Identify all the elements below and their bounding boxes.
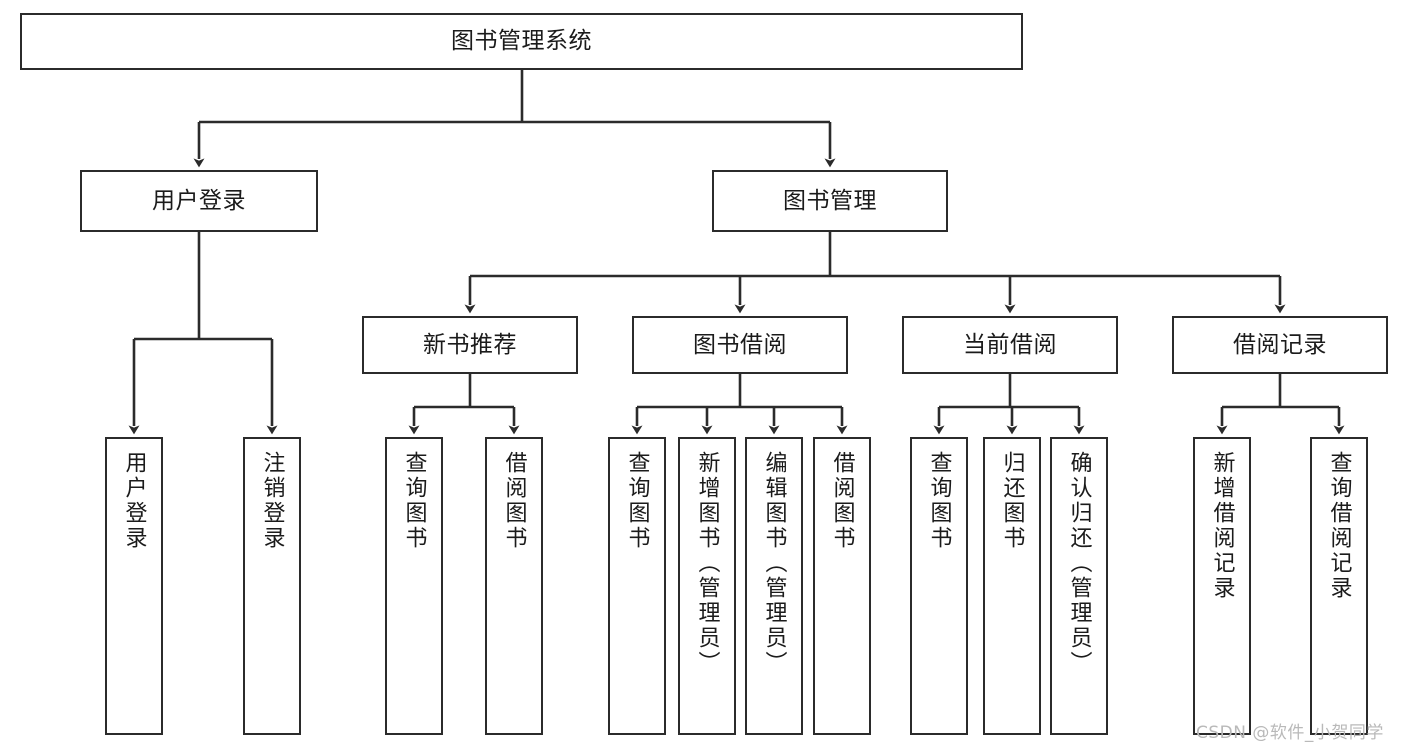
node-new-book-rec[interactable]: 新书推荐 xyxy=(362,316,578,374)
node-leaf-query-book-3[interactable]: 查询图书 xyxy=(910,437,968,735)
node-label-leaf-user-login: 用户登录 xyxy=(121,451,147,551)
node-label-user-login: 用户登录 xyxy=(152,187,246,214)
node-label-leaf-borrow-book-1: 借阅图书 xyxy=(501,451,527,551)
node-current-borrow[interactable]: 当前借阅 xyxy=(902,316,1118,374)
node-leaf-user-login[interactable]: 用户登录 xyxy=(105,437,163,735)
node-leaf-edit-book[interactable]: 编辑图书（管理员） xyxy=(745,437,803,735)
node-label-leaf-user-logout: 注销登录 xyxy=(259,451,285,551)
node-label-leaf-query-record: 查询借阅记录 xyxy=(1326,451,1352,601)
node-leaf-query-book-1[interactable]: 查询图书 xyxy=(385,437,443,735)
node-label-leaf-add-record: 新增借阅记录 xyxy=(1209,451,1235,601)
node-leaf-add-book[interactable]: 新增图书（管理员） xyxy=(678,437,736,735)
csdn-watermark: CSDN @软件_小贺同学 xyxy=(1196,723,1384,743)
node-leaf-user-logout[interactable]: 注销登录 xyxy=(243,437,301,735)
node-label-new-book-rec: 新书推荐 xyxy=(423,331,517,358)
node-label-borrow-record: 借阅记录 xyxy=(1233,331,1327,358)
node-borrow-record[interactable]: 借阅记录 xyxy=(1172,316,1388,374)
node-label-leaf-borrow-book-2: 借阅图书 xyxy=(829,451,855,551)
node-leaf-query-book-2[interactable]: 查询图书 xyxy=(608,437,666,735)
node-leaf-return-book[interactable]: 归还图书 xyxy=(983,437,1041,735)
node-label-book-manage: 图书管理 xyxy=(783,187,877,214)
node-leaf-add-record[interactable]: 新增借阅记录 xyxy=(1193,437,1251,735)
node-label-leaf-edit-book: 编辑图书（管理员） xyxy=(761,451,787,676)
node-book-manage[interactable]: 图书管理 xyxy=(712,170,948,232)
node-leaf-borrow-book-1[interactable]: 借阅图书 xyxy=(485,437,543,735)
node-label-leaf-query-book-3: 查询图书 xyxy=(926,451,952,551)
node-label-leaf-add-book: 新增图书（管理员） xyxy=(694,451,720,676)
node-book-borrow[interactable]: 图书借阅 xyxy=(632,316,848,374)
node-leaf-borrow-book-2[interactable]: 借阅图书 xyxy=(813,437,871,735)
node-label-leaf-query-book-2: 查询图书 xyxy=(624,451,650,551)
node-label-current-borrow: 当前借阅 xyxy=(963,331,1057,358)
node-label-leaf-query-book-1: 查询图书 xyxy=(401,451,427,551)
node-label-root: 图书管理系统 xyxy=(451,28,592,55)
node-label-leaf-return-book: 归还图书 xyxy=(999,451,1025,551)
node-root[interactable]: 图书管理系统 xyxy=(20,13,1023,70)
node-label-book-borrow: 图书借阅 xyxy=(693,331,787,358)
node-user-login[interactable]: 用户登录 xyxy=(80,170,318,232)
node-leaf-query-record[interactable]: 查询借阅记录 xyxy=(1310,437,1368,735)
node-leaf-confirm-return[interactable]: 确认归还（管理员） xyxy=(1050,437,1108,735)
node-label-leaf-confirm-return: 确认归还（管理员） xyxy=(1066,451,1092,676)
